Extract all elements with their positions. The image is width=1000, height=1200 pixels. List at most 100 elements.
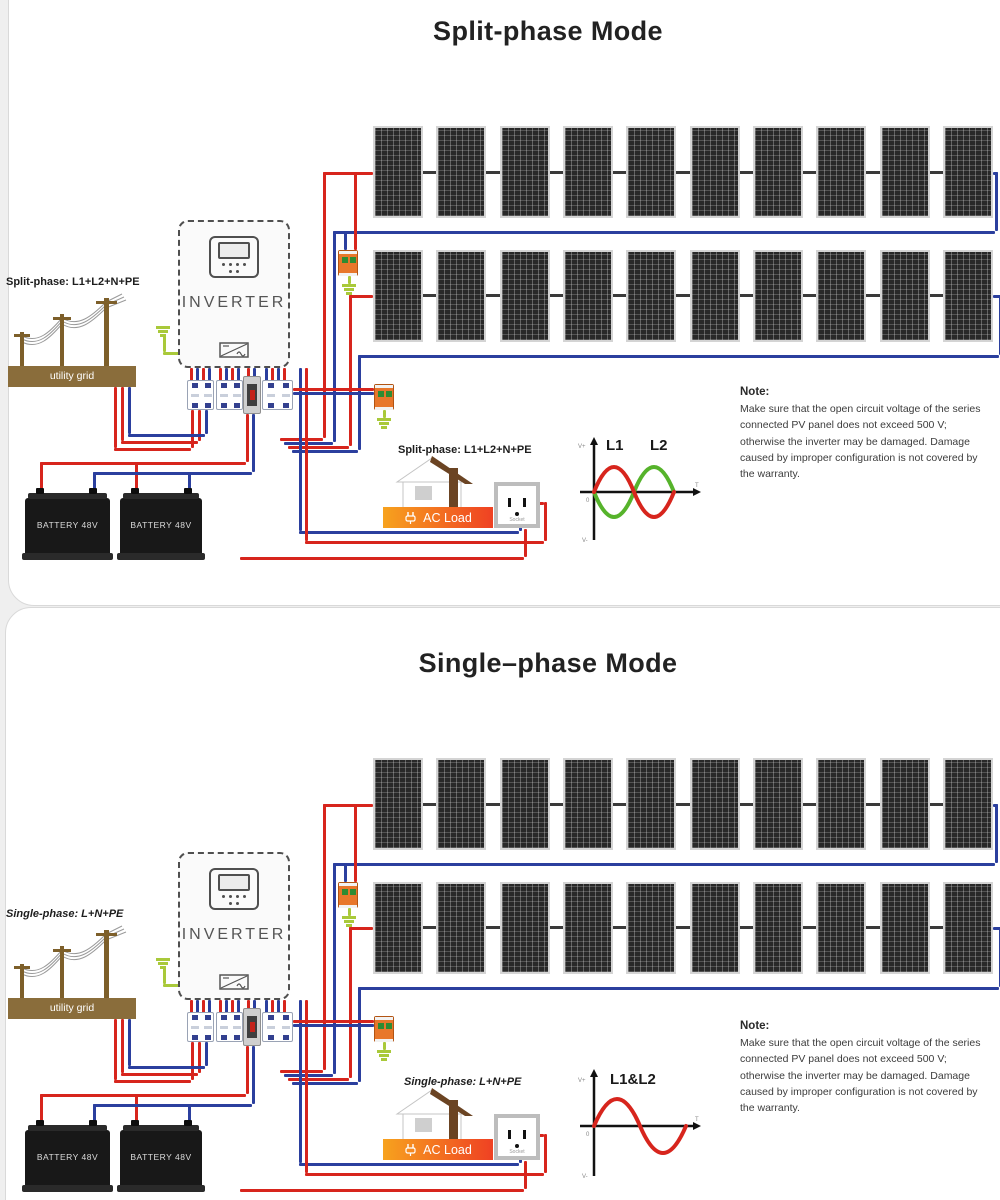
spd-cap xyxy=(375,407,393,410)
wire-segment xyxy=(237,368,240,381)
breaker-terminal xyxy=(191,383,198,388)
wire-segment xyxy=(163,336,166,352)
ground-symbol-bar xyxy=(346,924,352,927)
pv-panel xyxy=(562,250,613,342)
main-battery-switch xyxy=(243,1008,261,1046)
wire-segment xyxy=(253,1000,256,1010)
wire-segment xyxy=(373,294,993,297)
pv-panel xyxy=(436,250,487,342)
load-phase-label-single: Single-phase: L+N+PE xyxy=(404,1076,522,1088)
spd-terminal xyxy=(342,257,348,263)
inverter-display xyxy=(209,236,259,278)
pv-panel xyxy=(752,882,803,974)
inverter-display xyxy=(209,868,259,910)
wire-segment xyxy=(323,804,373,807)
wire-segment xyxy=(231,368,234,381)
wire-segment xyxy=(358,987,361,1082)
wire-segment xyxy=(196,368,199,381)
wire-segment xyxy=(246,414,249,462)
wire-segment xyxy=(536,502,544,505)
pv-panel xyxy=(942,250,993,342)
wire-segment xyxy=(163,984,179,987)
wire-segment xyxy=(271,368,274,381)
battery-base xyxy=(117,553,205,560)
battery-1: BATTERY 48V xyxy=(22,1120,113,1192)
wire-segment xyxy=(225,1000,228,1013)
svg-text:V+: V+ xyxy=(578,1078,586,1084)
battery-label: BATTERY 48V xyxy=(130,1152,192,1162)
inverter-leds2 xyxy=(211,902,257,905)
dc-ac-icon xyxy=(219,342,249,358)
pv-panel xyxy=(879,758,930,850)
breaker-terminal xyxy=(283,1015,290,1020)
pv-panel xyxy=(562,126,613,218)
wire-segment xyxy=(265,368,268,381)
wire-segment xyxy=(265,1000,268,1013)
pv-panel xyxy=(499,126,550,218)
wire-segment xyxy=(219,368,222,381)
pv-panel xyxy=(436,882,487,974)
wire-segment xyxy=(323,172,326,438)
wire-segment xyxy=(202,1000,205,1013)
note-title: Note: xyxy=(740,386,770,398)
wire-segment xyxy=(190,368,193,381)
battery-terminal xyxy=(89,488,97,494)
pv-panel xyxy=(626,758,677,850)
wire-segment xyxy=(349,295,352,446)
spd-cap xyxy=(375,1039,393,1042)
ground-symbol-bar xyxy=(158,962,168,965)
wire-segment xyxy=(544,502,547,541)
pv-panel xyxy=(626,126,677,218)
wire-segment xyxy=(190,1000,193,1013)
breaker-lever xyxy=(219,1026,228,1029)
wire-segment xyxy=(40,462,246,465)
wire-segment xyxy=(284,1074,333,1077)
wire-segment xyxy=(208,1000,211,1013)
note-single: Note: Make sure that the open circuit vo… xyxy=(740,1020,994,1116)
breaker-lever xyxy=(233,1026,242,1029)
breaker-lever xyxy=(233,394,242,397)
pv-panel xyxy=(689,758,740,850)
ground-symbol-bar xyxy=(344,920,354,923)
wire-segment xyxy=(93,472,96,498)
wire-segment xyxy=(198,1042,201,1073)
breaker-unit xyxy=(262,380,293,410)
breaker-terminal xyxy=(234,403,241,408)
utility-grid-poles xyxy=(14,925,127,1000)
spd-cap xyxy=(339,905,357,908)
spd-terminal xyxy=(350,257,356,263)
note-title: Note: xyxy=(740,1020,770,1032)
spd-terminal xyxy=(350,889,356,895)
breaker-lever xyxy=(204,394,213,397)
pv-panel xyxy=(373,758,423,850)
breaker-lever xyxy=(282,1026,291,1029)
pv-panel xyxy=(373,882,423,974)
svg-text:V+: V+ xyxy=(578,444,586,450)
wire-segment xyxy=(349,295,373,298)
ground-symbol-bar xyxy=(160,966,166,969)
wire-segment xyxy=(288,1078,349,1081)
socket-ground-pin xyxy=(515,512,519,516)
spd-cap xyxy=(339,883,357,886)
wire-segment xyxy=(333,863,336,1074)
utility-grid-poles xyxy=(14,293,127,368)
wire-segment xyxy=(114,387,117,448)
wire-segment xyxy=(333,863,995,866)
socket-outlet: Socket xyxy=(494,482,540,528)
wire-segment xyxy=(163,352,179,355)
pv-panel xyxy=(942,126,993,218)
wire-segment xyxy=(519,1157,522,1163)
breaker-unit xyxy=(187,1012,214,1042)
ground-symbol-bar xyxy=(379,422,389,425)
wire-segment xyxy=(333,231,336,442)
wire-segment xyxy=(293,1024,374,1027)
wire-segment xyxy=(354,172,357,250)
ground-symbol-bar xyxy=(344,288,354,291)
ground-symbol-bar xyxy=(156,958,170,961)
socket-ground-pin xyxy=(515,1144,519,1148)
wire-segment xyxy=(993,927,1000,930)
pv-panel xyxy=(436,758,487,850)
breaker-unit xyxy=(262,1012,293,1042)
pv-panel-row xyxy=(373,882,993,974)
